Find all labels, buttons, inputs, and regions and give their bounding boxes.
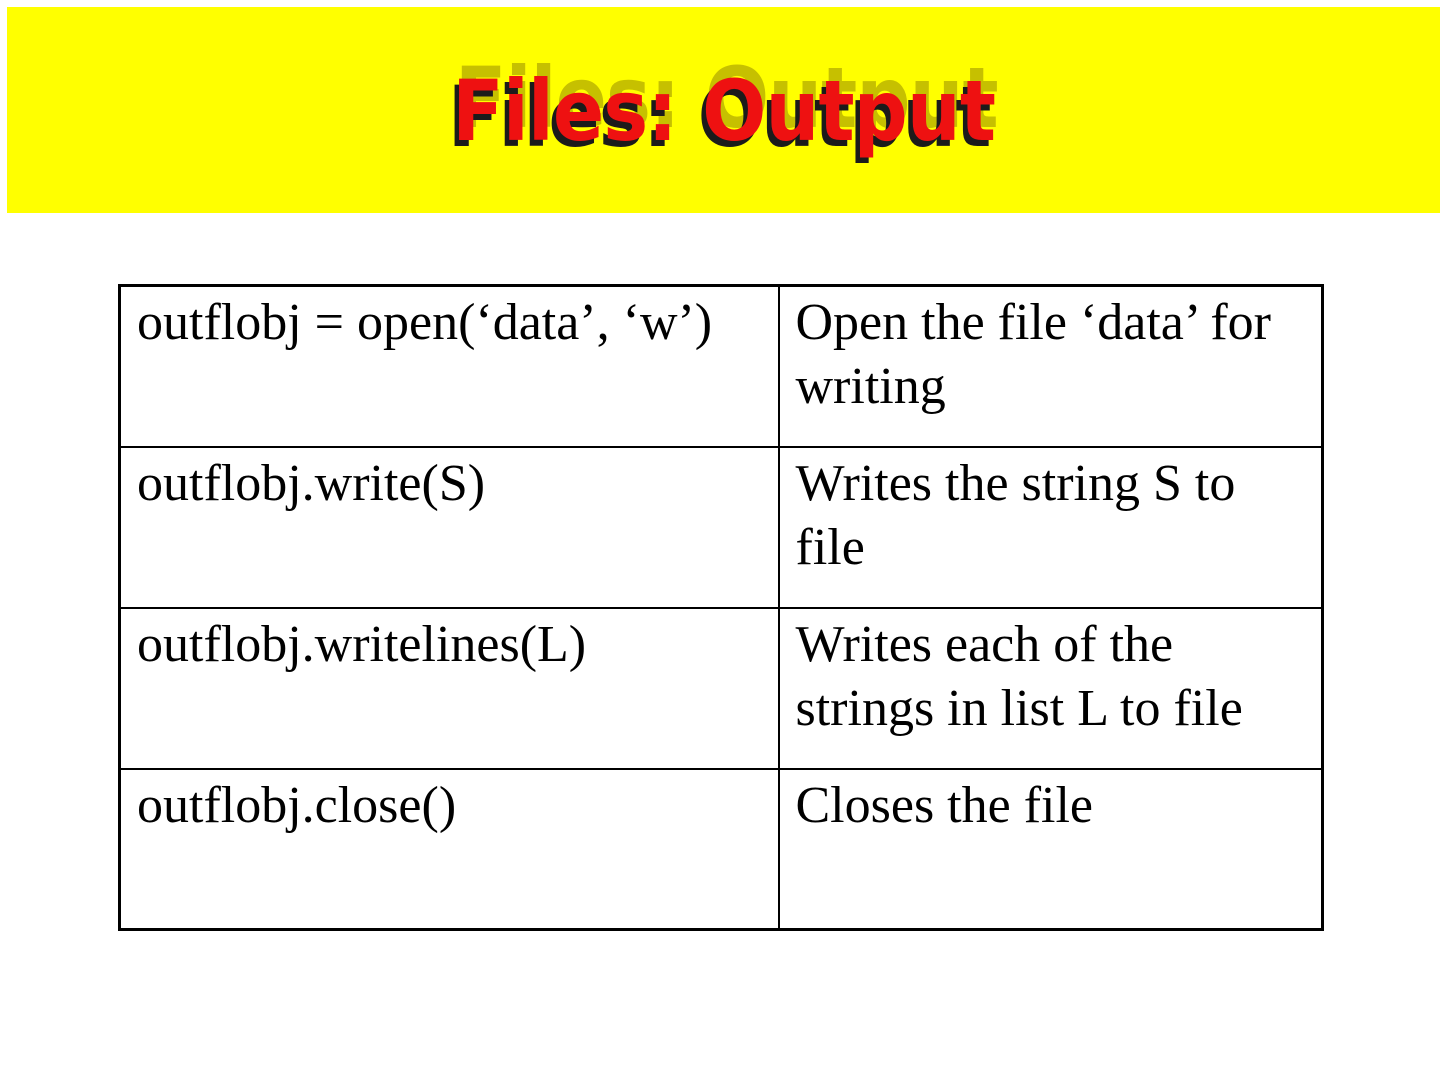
description-cell: Open the file ‘data’ for writing	[777, 284, 1324, 448]
methods-table: outflobj = open(‘data’, ‘w’) Open the fi…	[118, 284, 1324, 931]
code-cell: outflobj = open(‘data’, ‘w’)	[118, 284, 780, 448]
code-cell: outflobj.close()	[118, 767, 780, 931]
file-output-methods-table: outflobj = open(‘data’, ‘w’) Open the fi…	[118, 284, 1324, 931]
description-cell: Writes the string S to file	[777, 445, 1324, 609]
table-row: outflobj.write(S) Writes the string S to…	[118, 445, 1324, 609]
table-row: outflobj.writelines(L) Writes each of th…	[118, 606, 1324, 770]
code-cell: outflobj.write(S)	[118, 445, 780, 609]
table-row: outflobj = open(‘data’, ‘w’) Open the fi…	[118, 284, 1324, 448]
slide-title: Files: Output	[452, 62, 996, 160]
table-row: outflobj.close() Closes the file	[118, 767, 1324, 931]
description-cell: Writes each of the strings in list L to …	[777, 606, 1324, 770]
title-banner: Files: Output	[7, 7, 1440, 213]
description-cell: Closes the file	[777, 767, 1324, 931]
code-cell: outflobj.writelines(L)	[118, 606, 780, 770]
